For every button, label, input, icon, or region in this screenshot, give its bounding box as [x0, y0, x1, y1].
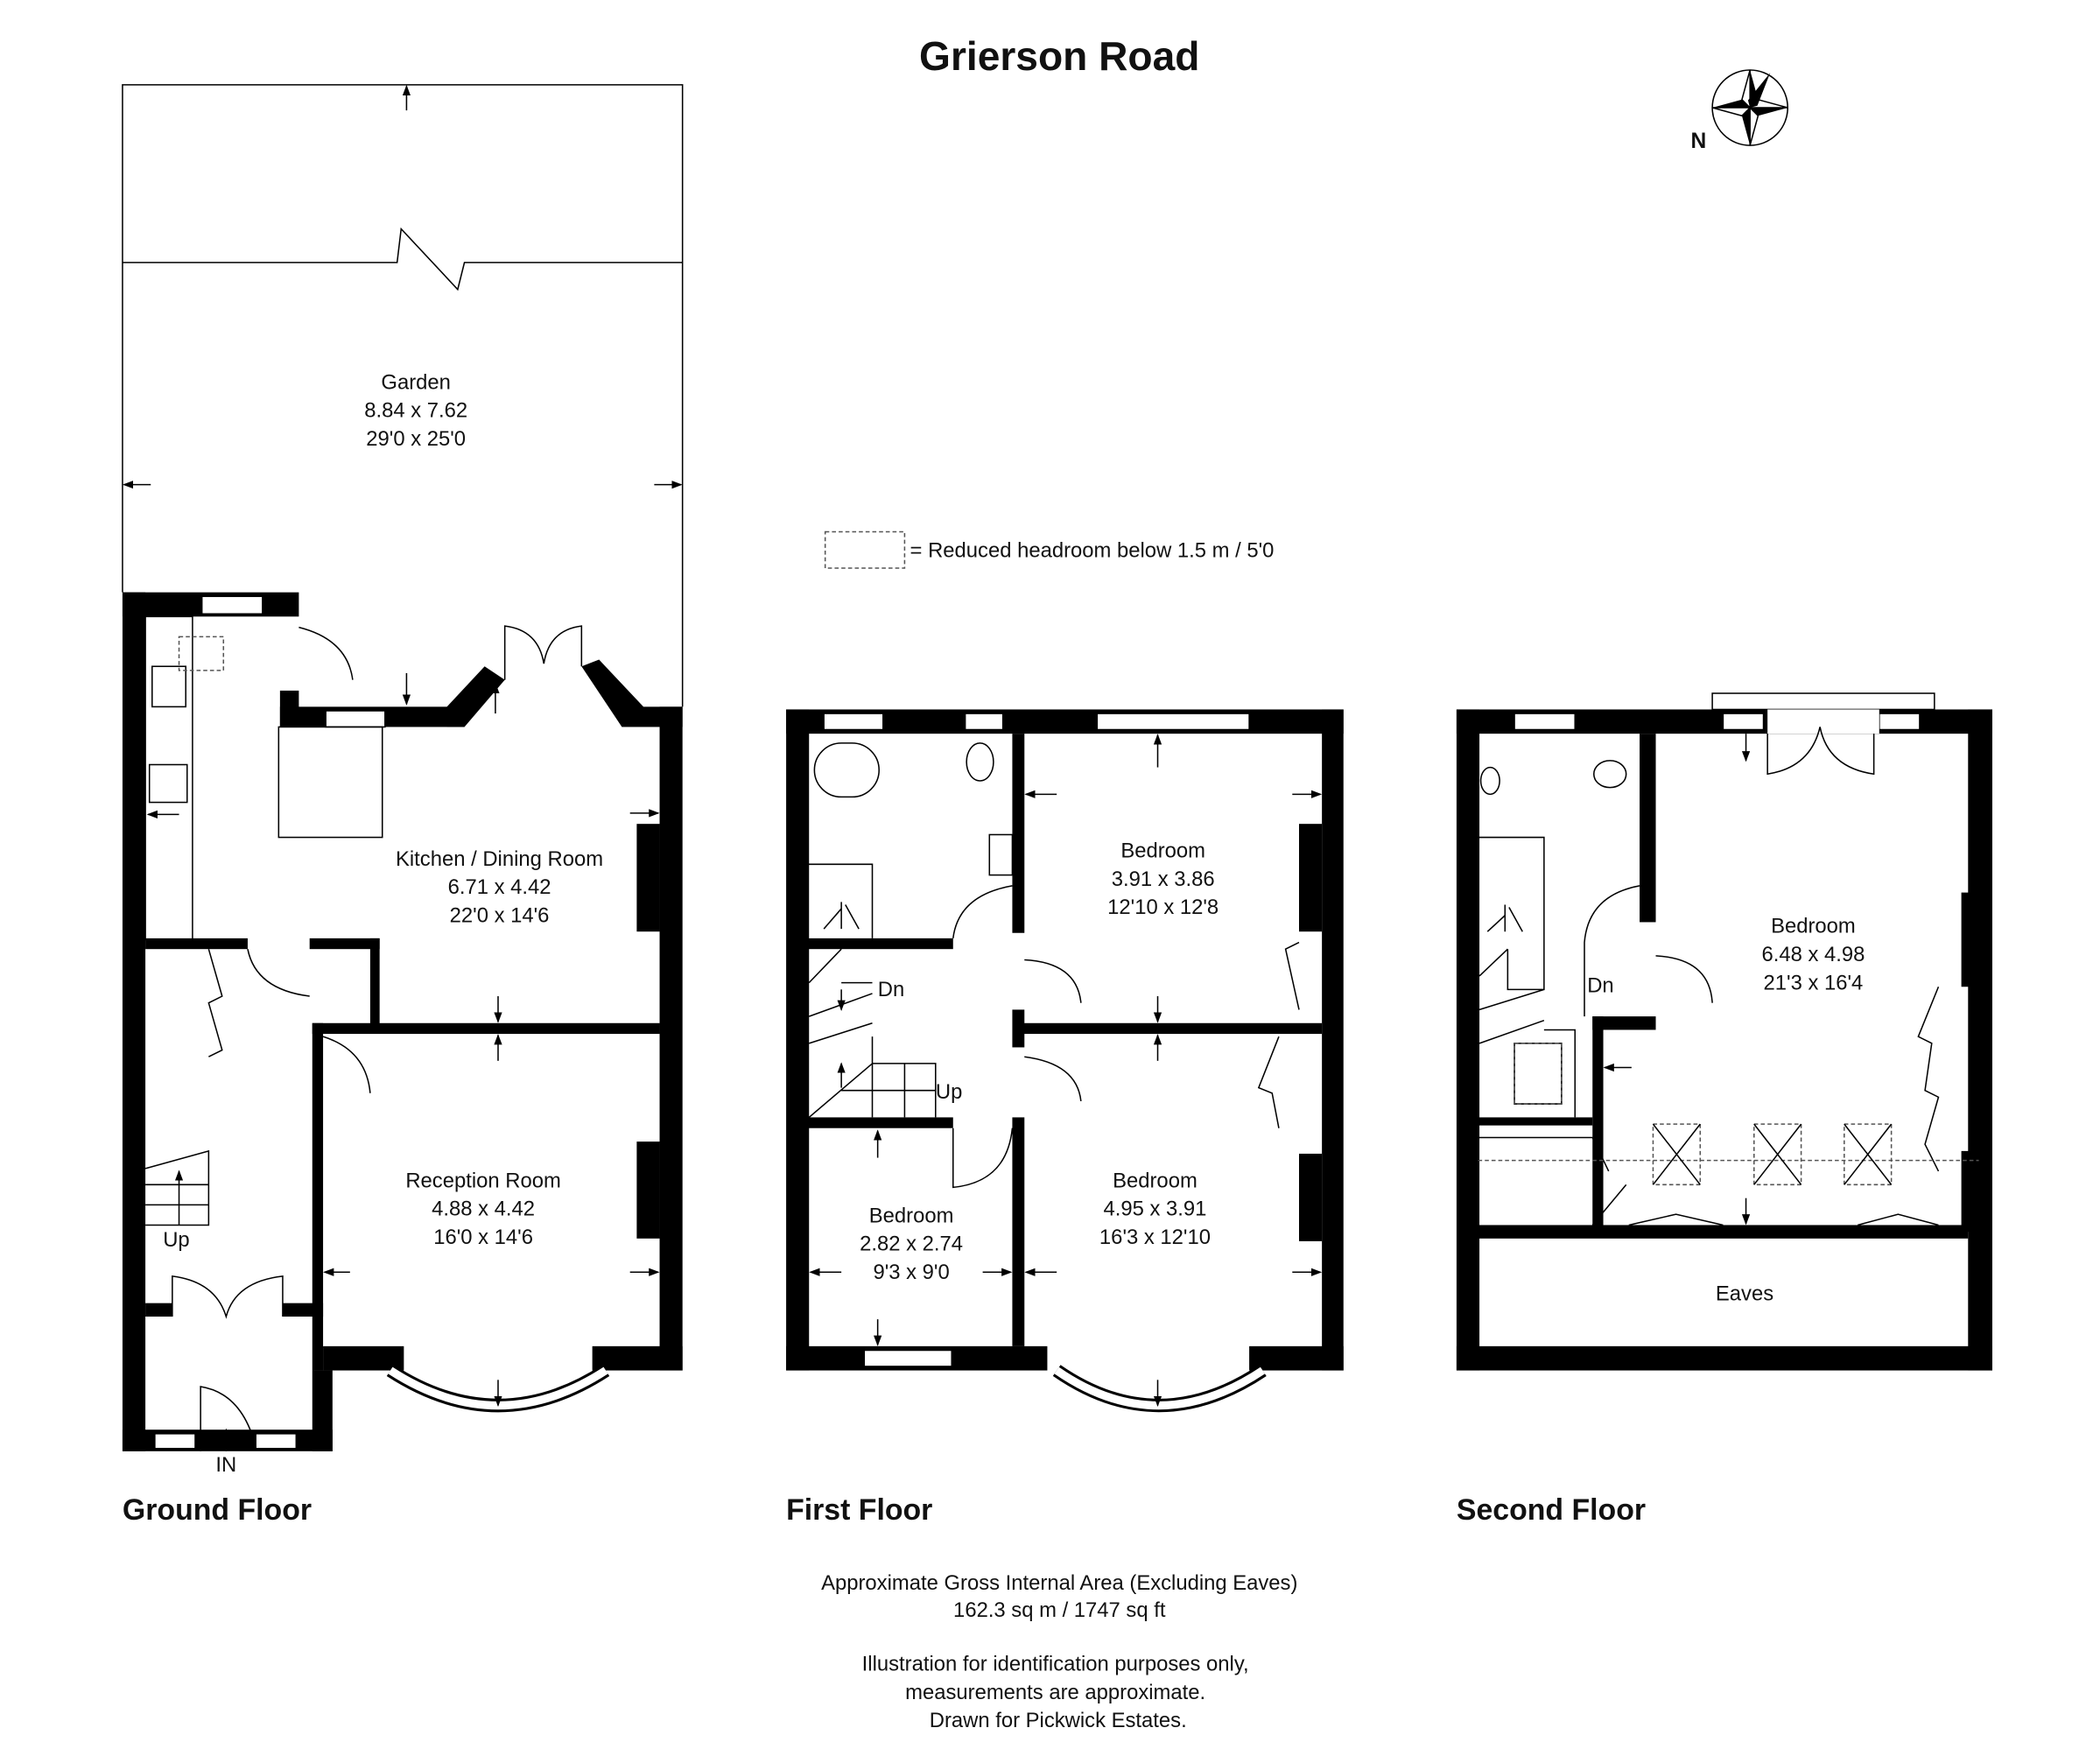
kitchen-name: Kitchen / Dining Room	[396, 847, 603, 871]
reception-name: Reception Room	[405, 1169, 560, 1192]
ground-floor-plan	[122, 84, 684, 1451]
bedroom-1-metric: 3.91 x 3.86	[1112, 867, 1215, 891]
bedroom-3-imperial: 9'3 x 9'0	[873, 1261, 949, 1284]
disclaimer-line-3: Drawn for Pickwick Estates.	[930, 1709, 1187, 1732]
first-stairs-up: Up	[936, 1080, 962, 1104]
first-floor-label: First Floor	[786, 1493, 932, 1527]
second-floor-plan	[1456, 692, 1992, 1371]
second-floor-label: Second Floor	[1457, 1493, 1646, 1527]
bedroom-1-name: Bedroom	[1120, 839, 1205, 863]
kitchen-metric: 6.71 x 4.42	[448, 875, 551, 899]
bedroom-3-metric: 2.82 x 2.74	[860, 1233, 963, 1256]
garden-name: Garden	[381, 370, 450, 394]
area-value: 162.3 sq m / 1747 sq ft	[953, 1598, 1166, 1622]
bedroom-3-name: Bedroom	[869, 1204, 954, 1227]
ground-floor-label: Ground Floor	[123, 1493, 312, 1527]
bedroom-2-name: Bedroom	[1113, 1169, 1197, 1192]
second-bedroom-imperial: 21'3 x 16'4	[1764, 971, 1864, 994]
reduced-headroom-key-swatch	[824, 530, 906, 569]
first-floor-plan	[786, 709, 1344, 1413]
area-heading: Approximate Gross Internal Area (Excludi…	[821, 1571, 1297, 1595]
first-stairs-down: Dn	[878, 978, 904, 1001]
eaves-name: Eaves	[1716, 1282, 1773, 1306]
compass-north-label: N	[1691, 130, 1707, 153]
bedroom-2-metric: 4.95 x 3.91	[1103, 1198, 1206, 1221]
ground-stairs-up: Up	[163, 1228, 189, 1252]
second-bedroom-metric: 6.48 x 4.98	[1761, 943, 1865, 966]
entrance-label: IN	[215, 1453, 236, 1477]
disclaimer-line-1: Illustration for identification purposes…	[862, 1652, 1249, 1675]
disclaimer-line-2: measurements are approximate.	[905, 1681, 1205, 1704]
bedroom-2-imperial: 16'3 x 12'10	[1099, 1226, 1211, 1249]
second-bedroom-name: Bedroom	[1771, 915, 1856, 938]
bedroom-1-imperial: 12'10 x 12'8	[1107, 896, 1219, 919]
reduced-headroom-key: = Reduced headroom below 1.5 m / 5'0	[910, 539, 1275, 563]
kitchen-imperial: 22'0 x 14'6	[450, 903, 550, 927]
garden-imperial: 29'0 x 25'0	[366, 427, 466, 451]
second-stairs-down: Dn	[1587, 973, 1613, 997]
reception-metric: 4.88 x 4.42	[432, 1198, 535, 1221]
compass-rose-icon	[1711, 69, 1788, 146]
plan-title: Grierson Road	[919, 33, 1199, 79]
reception-imperial: 16'0 x 14'6	[433, 1226, 533, 1249]
garden-metric: 8.84 x 7.62	[364, 399, 467, 423]
